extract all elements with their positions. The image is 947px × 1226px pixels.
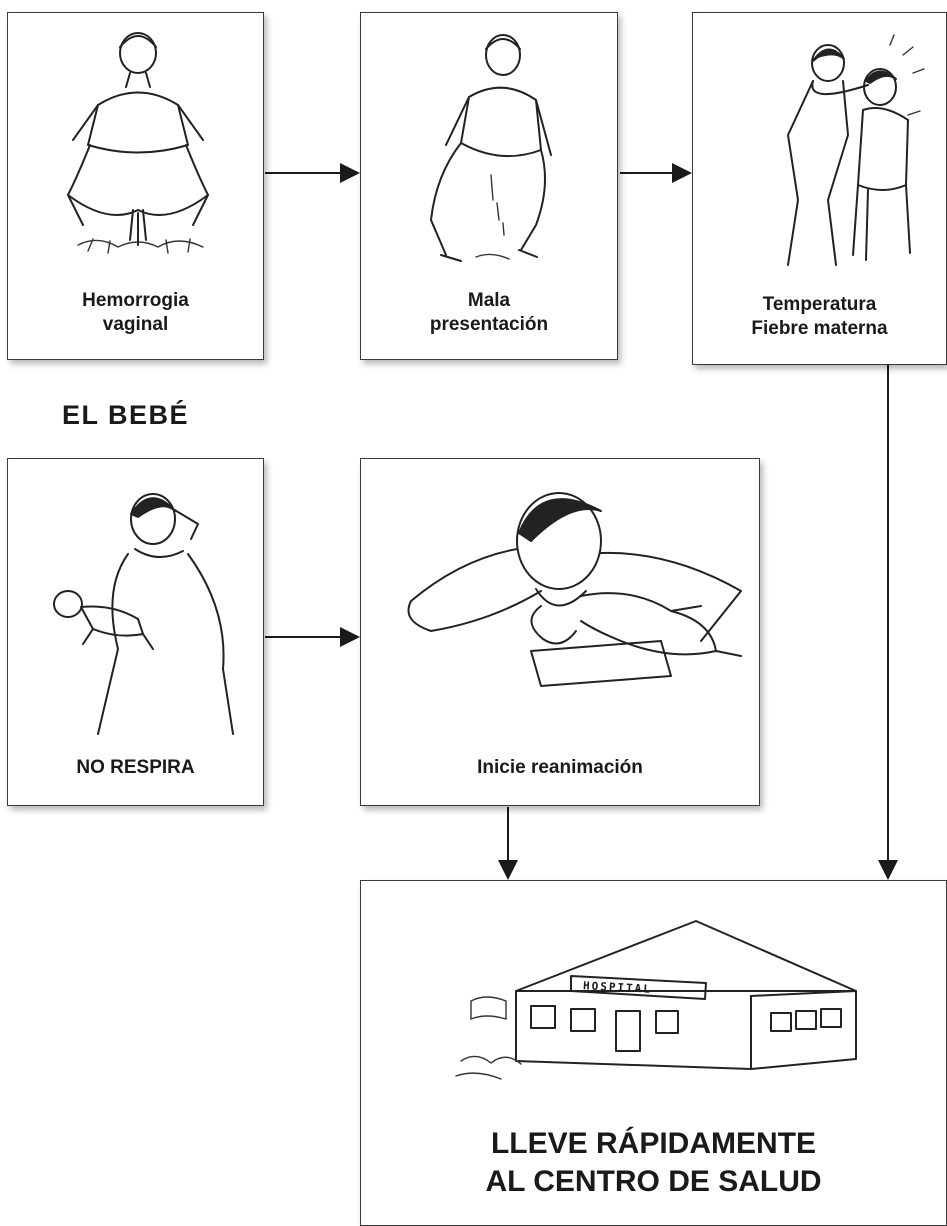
fever-check-illustration — [718, 25, 928, 280]
card-resuscitation: Inicie reanimación — [360, 458, 760, 806]
maternal-fever-label: Temperatura Fiebre materna — [751, 294, 888, 339]
card-malpresentation: Mala presentación — [360, 12, 618, 360]
squatting-pregnant-woman-illustration — [391, 25, 591, 275]
mother-holding-baby-illustration — [23, 469, 248, 739]
malpresentation-label: Mala presentación — [429, 290, 549, 335]
hemorrhage-label: Hemorrogia vaginal — [82, 290, 189, 335]
resuscitation-illustration — [371, 471, 751, 721]
card-hemorrhage: Hemorrogia vaginal — [7, 12, 264, 360]
health-center-instruction: LLEVE RÁPIDAMENTE AL CENTRO DE SALUD — [485, 1127, 822, 1198]
hospital-building-illustration: HOSPITAL — [451, 901, 871, 1096]
resuscitation-label: Inicie reanimación — [477, 757, 643, 778]
baby-section-title: EL BEBÉ — [62, 400, 190, 430]
not-breathing-label: NO RESPIRA — [76, 757, 195, 778]
card-not-breathing: NO RESPIRA — [7, 458, 264, 806]
card-health-center: HOSPITAL LLEVE RÁPIDAMENTE AL CENTRO DE … — [360, 880, 947, 1226]
card-maternal-fever: Temperatura Fiebre materna — [692, 12, 947, 365]
bleeding-woman-illustration — [38, 25, 238, 275]
